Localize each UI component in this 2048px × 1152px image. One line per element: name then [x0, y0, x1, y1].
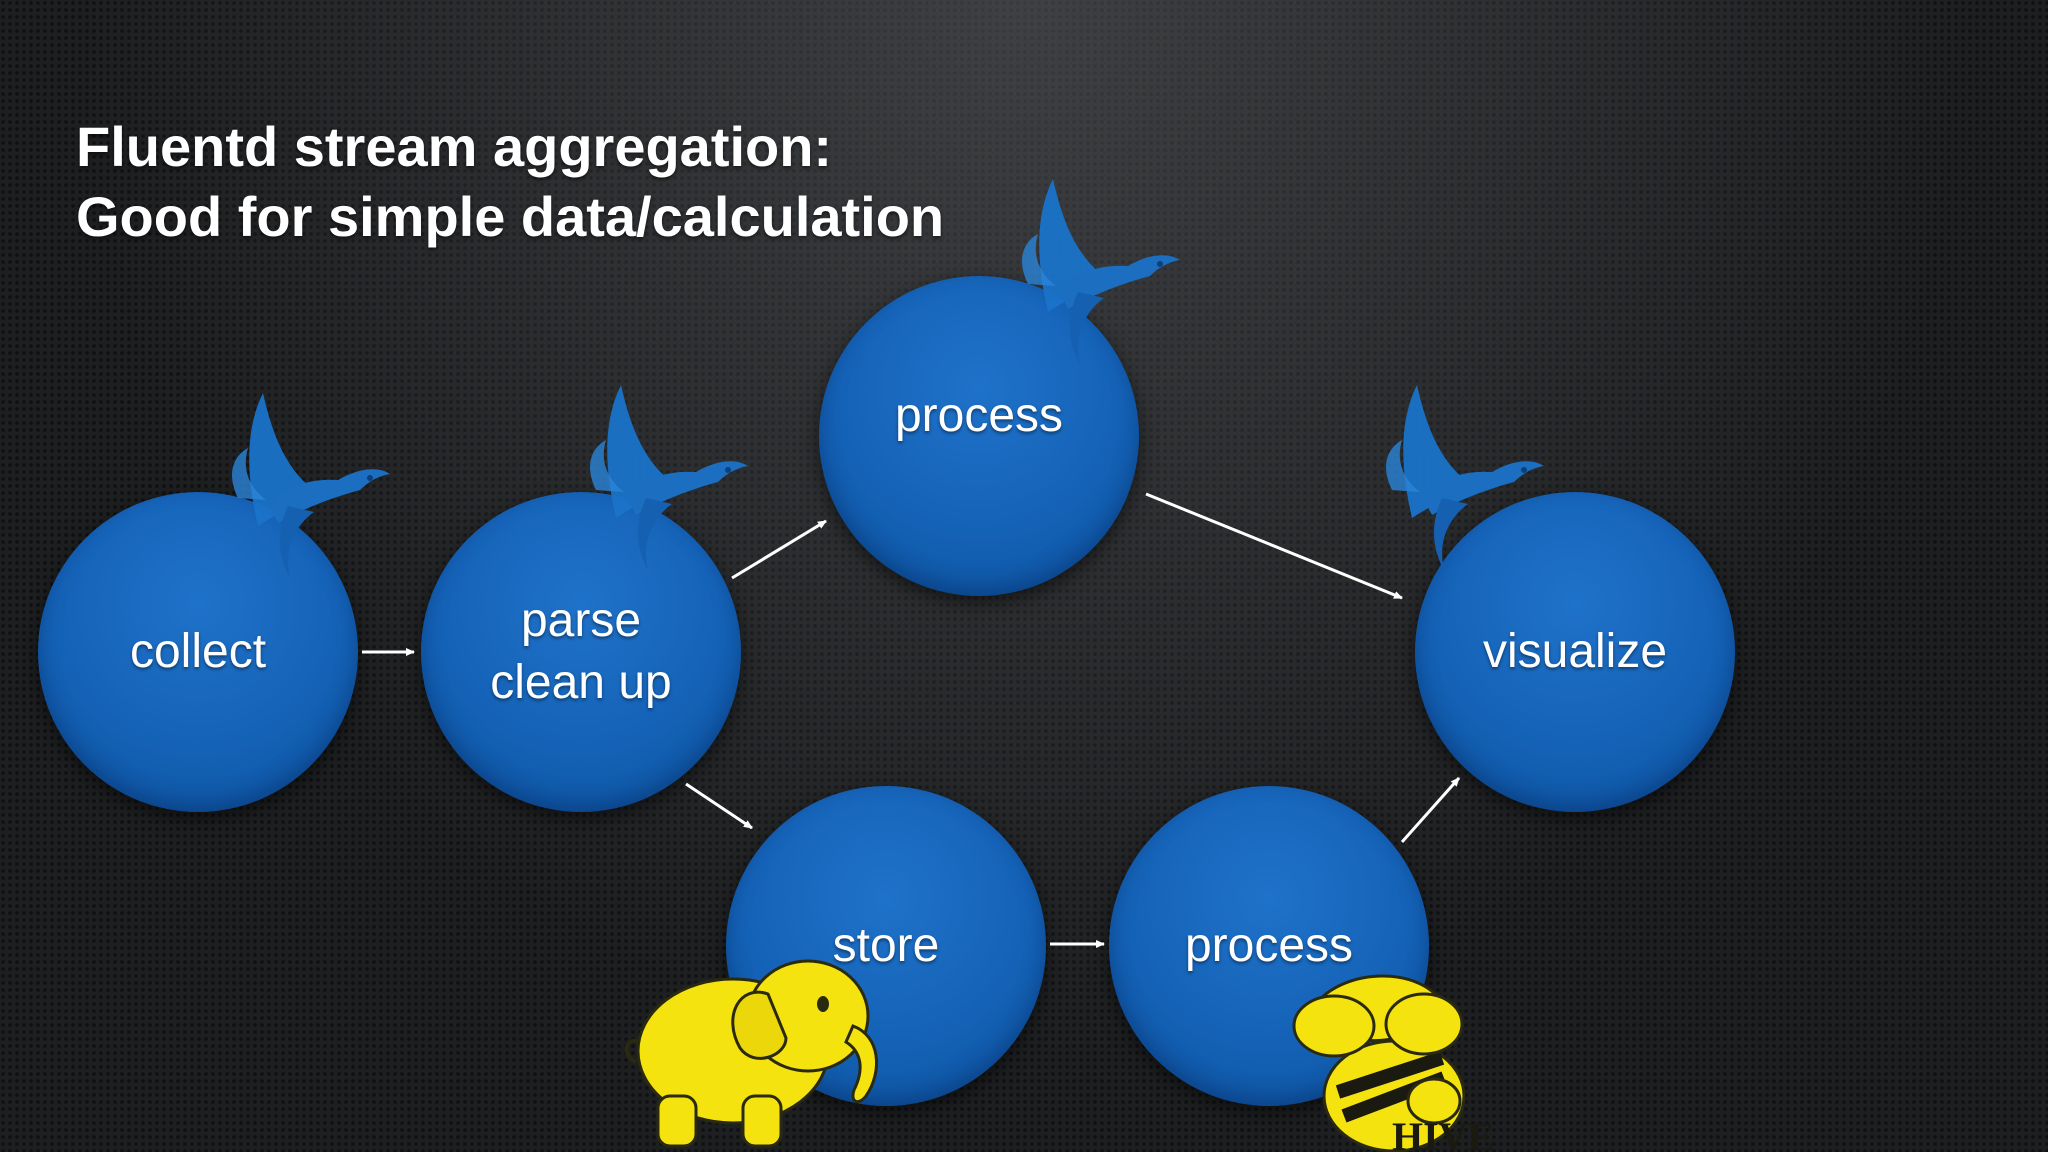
- arrow-parse-to-store: [685, 782, 753, 830]
- node-process-top: process: [819, 276, 1139, 596]
- fluentd-bird-icon-parse: [590, 385, 748, 570]
- node-collect-label: collect: [129, 625, 267, 678]
- node-visualize-label: visualize: [1482, 625, 1668, 678]
- node-parse-clean-up: parse clean up: [421, 492, 741, 812]
- node-process-bottom-label: process: [1184, 919, 1354, 972]
- arrow-process-top-to-visualize: [1145, 492, 1403, 600]
- node-parse-label-line-2: clean up: [490, 656, 672, 709]
- node-process-top-label: process: [894, 389, 1064, 442]
- hadoop-elephant-icon: [624, 959, 879, 1148]
- hive-logo-icon: HIVE: [1292, 974, 1494, 1152]
- fluentd-bird-icon-process-top: [1022, 179, 1180, 364]
- node-visualize: visualize: [1415, 492, 1735, 812]
- slide-title: Fluentd stream aggregation: Good for sim…: [76, 112, 944, 252]
- node-parse-label-line-1: parse: [520, 594, 642, 647]
- arrow-parse-to-process-top: [731, 519, 827, 580]
- hive-logo-text: HIVE: [1392, 1114, 1494, 1152]
- slide-title-line-1: Fluentd stream aggregation:: [76, 115, 833, 178]
- fluentd-bird-icon-collect: [232, 393, 390, 578]
- slide-title-line-2: Good for simple data/calculation: [76, 185, 945, 248]
- node-store-label: store: [832, 919, 940, 972]
- fluentd-bird-icon-visualize: [1386, 385, 1544, 570]
- node-parse-label: parse clean up: [490, 590, 671, 714]
- arrow-process-bottom-to-visualize: [1400, 777, 1461, 843]
- node-collect: collect: [38, 492, 358, 812]
